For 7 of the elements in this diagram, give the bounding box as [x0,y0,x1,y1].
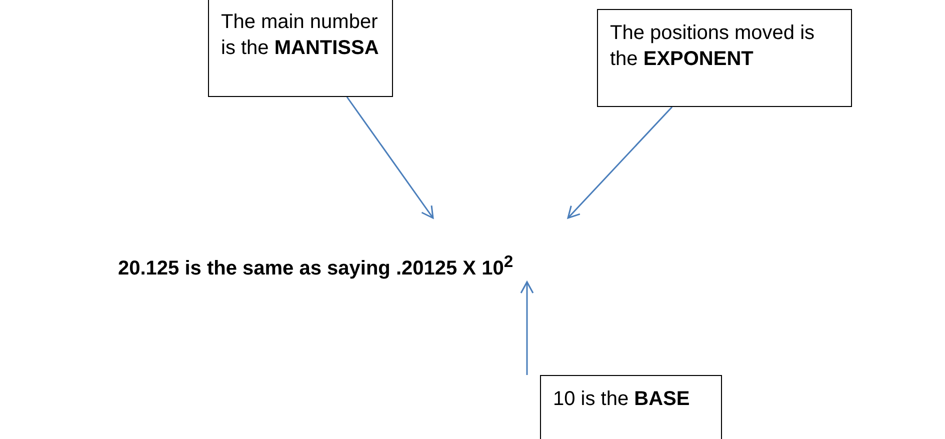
text-box: The main number is the MANTISSA [208,0,393,97]
text-box: The positions moved is the EXPONENT [597,9,852,107]
leader-arrow [567,106,673,219]
formula-text: 20.125 is the same as saying .20125 X 10$^{2}$ [118,218,638,282]
leader-arrow [346,96,434,219]
leader-arrow [520,281,534,375]
text-box: 10 is the BASE [540,375,722,439]
